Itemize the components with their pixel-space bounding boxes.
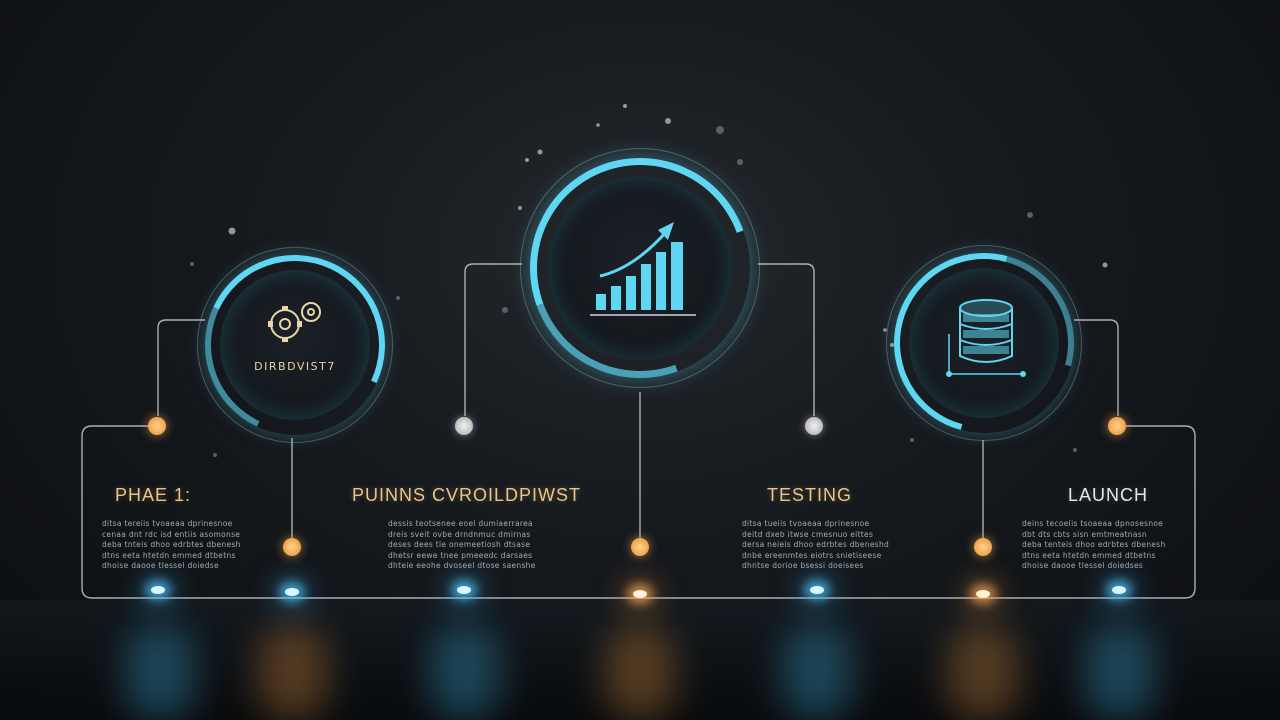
floor-reflection — [782, 625, 852, 720]
description-line: dhteie eeohe dvoseel dtose saenshe — [388, 561, 536, 570]
growth-chart-icon — [590, 222, 696, 316]
description-line: deses dees tie onemeetiosh dtsase — [388, 540, 531, 549]
description-line: dersa neieis dhoo edrbtes dbeneshd — [742, 540, 890, 549]
planning-description: dessis teotsenee eoel dumiaerrarea dreis… — [388, 519, 538, 572]
description-line: dhntse dorioe bsessi doeisees — [742, 561, 864, 570]
planning-connector-dot — [455, 417, 473, 435]
launch-description: deins tecoeiis tsoaeaa dpnosesnoe dbt dt… — [1022, 519, 1177, 572]
floor-reflection — [258, 625, 328, 720]
baseline-light — [976, 590, 990, 598]
center-outer-ring — [520, 148, 760, 388]
description-line: cenaa dnt rdc isd entiis asomonse — [102, 529, 241, 539]
description-line: deba tnteis dhoo edrbtes dbenesh — [102, 540, 241, 549]
description-line: dtns eeta htetdn emmed dtbetns — [1022, 550, 1156, 560]
testing-connector-dot — [805, 417, 823, 435]
floor-reflection — [1085, 625, 1155, 720]
reflective-floor — [0, 600, 1280, 720]
phase1-title: PHAE 1: — [115, 485, 192, 505]
baseline-light — [633, 590, 647, 598]
testing-description: ditsa tueiis tvoaeaa dprinesnoe deitd dx… — [742, 519, 890, 572]
floor-reflection — [605, 625, 675, 720]
center-lower-dot — [631, 538, 649, 556]
description-line: dreis sveit ovbe drndnmuc dmirnas — [388, 529, 531, 539]
description-line: ditsa tereiis tvoaeaa dprinesnoe — [102, 519, 233, 528]
description-line: dhoise daooe tlessel doiedse — [102, 561, 219, 570]
planning-title: PUINNS CVROILDPIWST — [352, 485, 582, 505]
launch-connector-dot — [1108, 417, 1126, 435]
launch-outer-ring — [886, 245, 1082, 441]
description-line: ditsa tueiis tvoaeaa dprinesnoe — [742, 519, 870, 528]
description-line: deitd dxeb itwse cmesnuo eittes — [742, 529, 874, 539]
description-line: dnbe ereenmtes eiotrs snietiseese — [742, 550, 882, 560]
description-line: deba tenteis dhoo edrbtes dbenesh — [1022, 540, 1166, 549]
floor-reflection — [125, 625, 195, 720]
gear-gears-icon — [268, 302, 321, 342]
phase1-description: ditsa tereiis tvoaeaa dprinesnoe cenaa d… — [102, 519, 257, 572]
phase1-lower-dot — [283, 538, 301, 556]
description-line: dhoise daooe tlessel doiedses — [1022, 561, 1144, 570]
launch-disc — [909, 268, 1059, 418]
description-line: deins tecoeiis tsoaeaa dpnosesnoe — [1022, 519, 1164, 528]
phase1-outer-ring — [197, 247, 393, 443]
baseline-light — [457, 586, 471, 594]
testing-title: TESTING — [767, 485, 853, 505]
center-disc — [548, 176, 732, 360]
description-line: dessis teotsenee eoel dumiaerrarea — [388, 519, 533, 528]
phase1-disc-label: DIRBDVIST7 — [254, 360, 336, 373]
baseline-light — [285, 588, 299, 596]
launch-lower-dot — [974, 538, 992, 556]
baseline-light — [810, 586, 824, 594]
phase1-connector-dot — [148, 417, 166, 435]
baseline-light — [1112, 586, 1126, 594]
baseline-light — [151, 586, 165, 594]
phase1-disc — [220, 270, 370, 420]
description-line: dtns eeta htetdn emmed dtbetns — [102, 550, 236, 560]
floor-reflection — [948, 625, 1018, 720]
floor-reflection — [430, 625, 500, 720]
description-line: dhetsr eewe tnee pmeeedc darsaes — [388, 550, 533, 560]
description-line: dbt dts cbts sisn emtmeatnasn — [1022, 529, 1148, 539]
database-icon — [946, 299, 1026, 377]
launch-title: LAUNCH — [1068, 485, 1149, 505]
